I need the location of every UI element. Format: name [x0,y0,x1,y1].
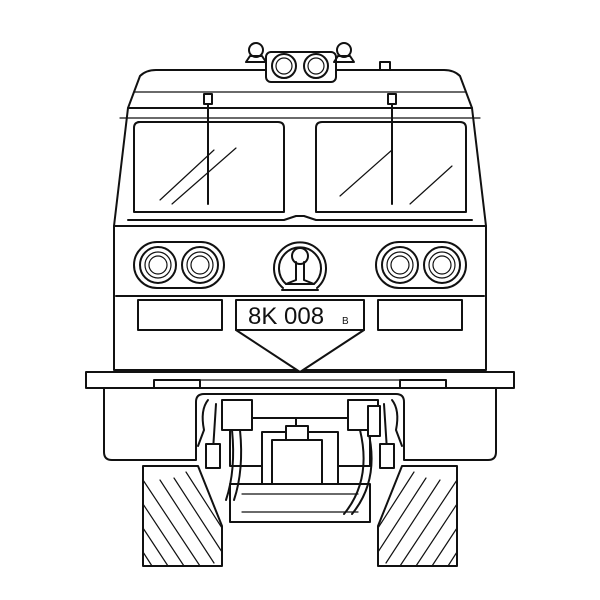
left-track-block [142,465,223,567]
railway-emblem [273,241,327,291]
roof [127,69,473,109]
top-headlights [265,51,337,83]
marker-lamps [245,42,391,71]
left-brake-hoses [197,399,243,501]
left-headlight-cluster [133,241,225,289]
front-chevron [235,329,365,373]
right-track-block [377,465,458,567]
right-brake-hoses [343,399,403,515]
coupler-assembly [221,399,379,523]
windshield-glare [159,147,453,205]
lower-body [103,387,497,461]
number-plate-suffix: B [342,316,349,327]
right-panel [377,299,463,331]
left-panel [137,299,223,331]
number-plate-number: 8K 008 [248,303,324,330]
wipers [203,93,397,205]
right-headlight-cluster [375,241,467,289]
